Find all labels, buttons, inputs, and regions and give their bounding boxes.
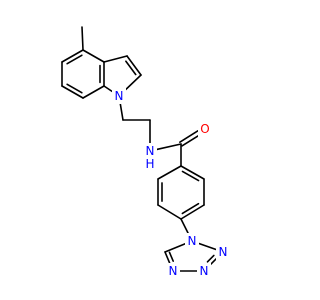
bond-15-a — [181, 133, 202, 147]
tetrazole-n1-bg — [185, 233, 199, 249]
tetrazole-n1-label: N — [188, 234, 197, 248]
indole-n-bg — [112, 88, 126, 104]
bond-19-b — [181, 202, 200, 215]
bond-20 — [157, 204, 182, 220]
bond-28 — [164, 242, 187, 253]
bond-9 — [123, 74, 142, 92]
bond-1-b — [66, 54, 83, 65]
bond-layer — [61, 26, 219, 272]
indole-nitrogen-label: N — [115, 89, 124, 103]
carbonyl-oxygen-label: O — [200, 122, 209, 136]
tetrazole-n4-label: N — [169, 264, 178, 278]
carbonyl-o-bg — [198, 121, 212, 137]
bond-17-b — [181, 170, 200, 182]
bond-0 — [81, 26, 84, 51]
bond-10 — [103, 85, 114, 93]
bond-3-b — [66, 83, 83, 94]
bond-19-a — [180, 204, 205, 220]
bond-15-b — [179, 130, 199, 143]
amide-n-bg — [143, 143, 157, 159]
amide-h-bg — [143, 157, 157, 171]
bond-3-a — [61, 85, 84, 99]
tetrazole-n3-label: N — [200, 264, 209, 278]
bond-27-b — [168, 251, 174, 262]
tetrazole-n2-label: N — [219, 245, 228, 259]
bond-8-a — [126, 55, 142, 76]
tetrazole-n3-bg — [197, 263, 211, 279]
bond-6 — [82, 49, 105, 63]
bond-25-b — [206, 254, 215, 263]
bond-1-a — [61, 49, 84, 63]
molecule-structure: N N H O N N N N — [61, 26, 230, 279]
bond-4 — [82, 85, 105, 99]
bond-11 — [119, 102, 124, 121]
bond-17-a — [180, 165, 205, 180]
bond-14 — [156, 143, 182, 151]
bond-8-b — [125, 60, 137, 76]
atom-label-layer: N N H O N N N N — [112, 88, 230, 279]
amide-hydrogen-label: H — [145, 157, 154, 171]
bond-24 — [197, 242, 218, 251]
bond-22 — [157, 165, 182, 180]
bond-23 — [180, 218, 190, 236]
tetrazole-n2-bg — [216, 244, 230, 260]
amide-nitrogen-label: N — [146, 144, 155, 158]
bond-7 — [103, 55, 128, 63]
bond-27-a — [164, 251, 172, 266]
tetrazole-n4-bg — [166, 263, 180, 279]
